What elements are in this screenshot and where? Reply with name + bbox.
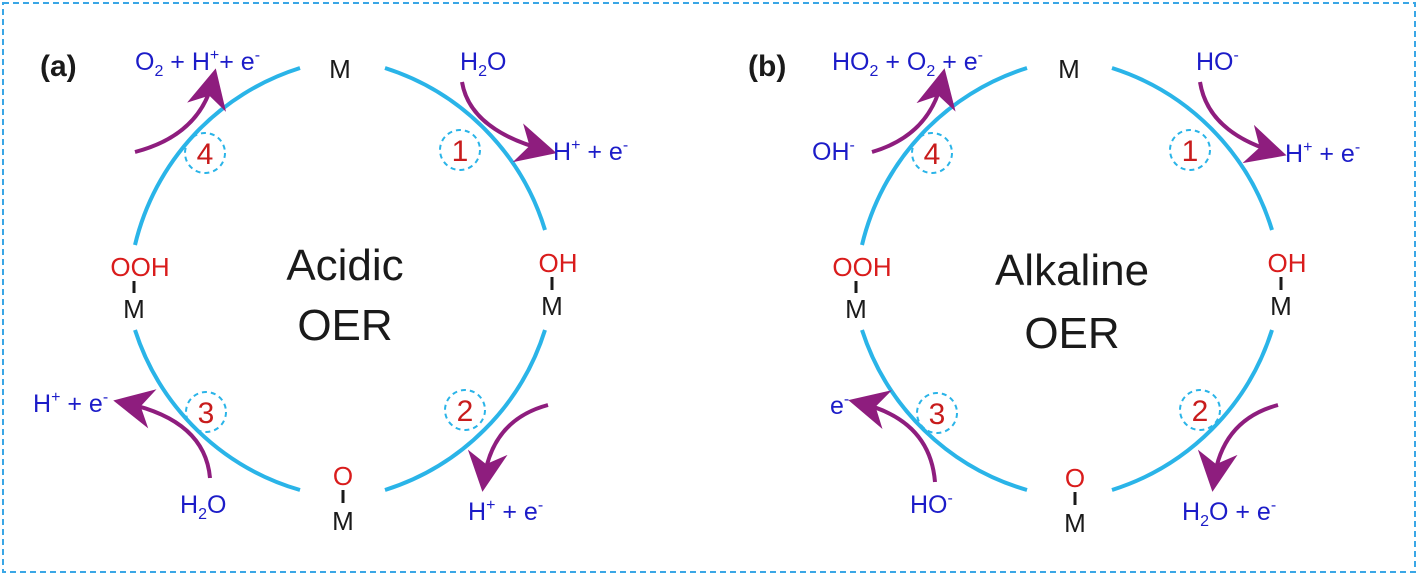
step-2-arrow: [1197, 403, 1279, 492]
step-2-number: 2: [457, 395, 474, 428]
site-right-metal: M: [1270, 291, 1292, 321]
site-bottom-metal: M: [1064, 508, 1086, 538]
cycle-title-line1: Acidic: [286, 241, 403, 290]
step-1-number: 1: [1182, 135, 1199, 168]
site-right-ligand: OH: [539, 248, 578, 278]
step-4-marker: [184, 132, 226, 174]
step-1-marker: [1169, 129, 1211, 171]
step-4-arrow: [134, 68, 227, 154]
step-2-marker: [1179, 389, 1221, 431]
step-1-marker: [439, 129, 481, 171]
cycle-arc-bottom-left: [133, 329, 301, 492]
step-4-number: 4: [924, 138, 941, 171]
site-right-ligand: OH: [1268, 248, 1307, 278]
step-4-reactant: OH-: [812, 137, 855, 166]
step-3-product: H+ + e-: [33, 389, 108, 418]
step-3-number: 3: [198, 397, 215, 430]
panel-b: (b) Alkaline OER M OH M O M OOH M 1 2 3 …: [748, 47, 1360, 538]
step-3-arrow: [113, 389, 212, 479]
step-2-product: H+ + e-: [468, 497, 543, 526]
cycle-arc-bottom-left: [860, 329, 1028, 492]
step-3-arrow: [848, 390, 937, 483]
step-1-product: H+ + e-: [553, 137, 628, 166]
cycle-arc-bottom-right: [1111, 329, 1274, 492]
step-4-arrow: [871, 68, 956, 154]
panel-label: (b): [748, 50, 786, 83]
step-4-number: 4: [197, 138, 214, 171]
step-3-number: 3: [929, 398, 946, 431]
step-1-number: 1: [452, 135, 469, 168]
step-3-marker: [185, 391, 227, 433]
site-bottom-metal: M: [332, 506, 354, 536]
step-4-product: HO2 + O2 + e-: [832, 47, 983, 80]
site-left-metal: M: [123, 294, 145, 324]
site-top-metal: M: [1058, 54, 1080, 84]
cycle-title-line1: Alkaline: [995, 246, 1149, 295]
site-right-metal: M: [541, 291, 563, 321]
site-top-metal: M: [329, 54, 351, 84]
step-2-product: H2O + e-: [1182, 497, 1276, 530]
step-3-marker: [916, 392, 958, 434]
cycle-title-line2: OER: [1024, 309, 1119, 358]
cycle-arc-top-left: [860, 66, 1028, 246]
site-left-ligand: OOH: [832, 252, 891, 282]
cycle-title-line2: OER: [297, 301, 392, 350]
site-left-metal: M: [845, 294, 867, 324]
step-1-arrow: [460, 81, 557, 163]
step-1-arrow: [1198, 81, 1287, 164]
step-1-reactant: H2O: [460, 48, 506, 80]
step-3-product: e-: [830, 391, 849, 420]
site-bottom-ligand: O: [333, 461, 353, 491]
step-1-reactant: HO-: [1196, 47, 1239, 76]
cycle-arc-top-right: [1111, 66, 1274, 231]
site-left-ligand: OOH: [110, 252, 169, 282]
step-4-marker: [911, 132, 953, 174]
cycle-arc-top-left: [133, 66, 301, 246]
step-2-number: 2: [1192, 395, 1209, 428]
cycle-arc-top-right: [384, 66, 547, 231]
panel-label: (a): [40, 50, 77, 83]
step-3-reactant: HO-: [910, 490, 953, 519]
panel-a: (a) Acidic OER M OH M O M OOH M 1 2 3 4 …: [33, 47, 628, 536]
site-bottom-ligand: O: [1065, 463, 1085, 493]
step-2-arrow: [467, 403, 549, 492]
cycle-arc-bottom-right: [384, 329, 547, 492]
step-3-reactant: H2O: [180, 491, 226, 523]
step-1-product: H+ + e-: [1285, 139, 1360, 168]
step-4-product: O2 + H++ e-: [135, 47, 260, 80]
step-2-marker: [444, 389, 486, 431]
